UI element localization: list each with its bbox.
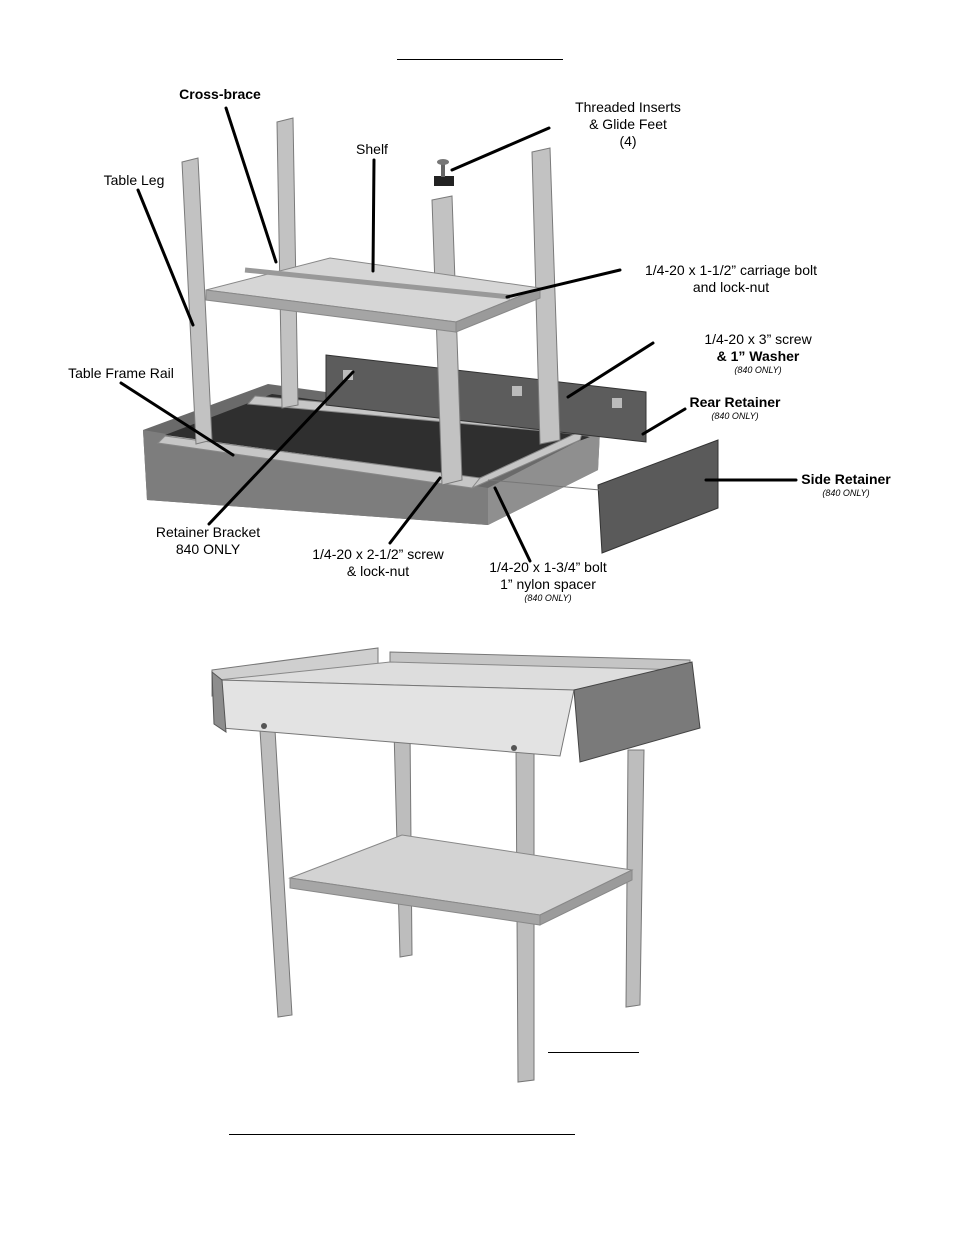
callout-retainer-bracket-text: Retainer Bracket <box>155 524 261 540</box>
figure-caption-rule-long <box>229 1134 575 1135</box>
callout-nylon-spacer-text: 1” nylon spacer <box>500 576 596 592</box>
assembled-top <box>211 647 701 763</box>
callout-cross-brace-text: Cross-brace <box>179 86 261 102</box>
callout-side-retainer: Side Retainer (840 ONLY) <box>796 471 896 498</box>
callout-rear-retainer-note: (840 ONLY) <box>711 411 759 421</box>
exploded-view-diagram <box>119 106 798 563</box>
top-title-rule <box>397 59 563 60</box>
callout-screw-2-1-2-text: 1/4-20 x 2-1/2” screw <box>312 546 444 562</box>
callout-table-leg-text: Table Leg <box>103 172 165 188</box>
callout-shelf-text: Shelf <box>356 141 388 157</box>
callout-screw-washer: 1/4-20 x 3” screw & 1” Washer (840 ONLY) <box>690 331 826 375</box>
callout-nylon-spacer-note: (840 ONLY) <box>524 593 572 603</box>
callout-washer-text: & 1” Washer <box>716 348 800 364</box>
callout-table-frame-rail-text: Table Frame Rail <box>68 365 174 381</box>
callout-side-retainer-note: (840 ONLY) <box>822 488 870 498</box>
callout-screw-2-1-2: 1/4-20 x 2-1/2” screw & lock-nut <box>300 546 456 580</box>
callout-table-frame-rail: Table Frame Rail <box>58 365 184 382</box>
callout-washer-note: (840 ONLY) <box>734 365 782 375</box>
assembled-shelf <box>288 834 634 926</box>
callout-table-leg: Table Leg <box>92 172 176 189</box>
callout-glide-feet-text: & Glide Feet <box>589 116 667 132</box>
callout-screw-2-1-2-nut-text: & lock-nut <box>346 563 410 579</box>
assembled-table-diagram <box>211 647 701 1083</box>
callout-carriage-bolt-text: 1/4-20 x 1-1/2” carriage bolt <box>645 262 817 278</box>
callout-threaded-inserts-text: Threaded Inserts <box>575 99 681 115</box>
leader-lines <box>119 106 798 563</box>
callout-rear-retainer: Rear Retainer (840 ONLY) <box>682 394 788 421</box>
callout-retainer-bracket-note: 840 ONLY <box>175 541 241 557</box>
glide-foot <box>434 159 454 186</box>
callout-bolt-nylon-spacer: 1/4-20 x 1-3/4” bolt 1” nylon spacer (84… <box>476 559 620 603</box>
callout-carriage-nut-text: and lock-nut <box>692 279 770 295</box>
side-retainer-panel <box>487 439 719 554</box>
callout-rear-retainer-text: Rear Retainer <box>689 394 781 410</box>
callout-retainer-bracket: Retainer Bracket 840 ONLY <box>140 524 276 558</box>
callout-side-retainer-text: Side Retainer <box>801 471 891 487</box>
table-legs <box>181 117 561 486</box>
figure-caption-rule-short <box>548 1052 639 1053</box>
callout-glide-count-text: (4) <box>619 133 637 149</box>
callout-threaded-inserts: Threaded Inserts & Glide Feet (4) <box>556 99 700 150</box>
callout-screw-3-text: 1/4-20 x 3” screw <box>704 331 812 347</box>
callout-shelf: Shelf <box>340 141 404 158</box>
callout-bolt-1-3-4-text: 1/4-20 x 1-3/4” bolt <box>489 559 607 575</box>
callout-carriage-bolt: 1/4-20 x 1-1/2” carriage bolt and lock-n… <box>616 262 846 296</box>
callout-cross-brace: Cross-brace <box>170 86 270 103</box>
